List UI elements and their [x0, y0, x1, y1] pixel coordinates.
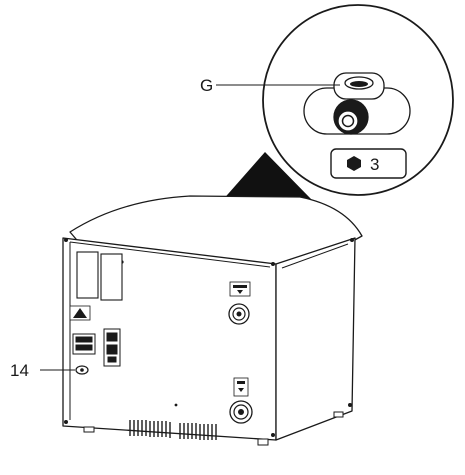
corner-screw: [271, 433, 275, 437]
housing-feet: [83, 411, 344, 446]
slot-cover-right: [100, 253, 123, 301]
corner-screw: [64, 420, 68, 424]
ventilation-grille-right: [179, 423, 217, 440]
slot-covers: [76, 251, 123, 301]
lower-fitting: [229, 377, 253, 424]
corner-screw: [64, 238, 68, 242]
hexagon-icon: [347, 156, 361, 171]
badge-frame: [330, 148, 407, 179]
panel-dot: [174, 403, 178, 407]
corner-screw: [271, 262, 275, 266]
corner-screw: [348, 403, 352, 407]
upper-fitting: [228, 281, 251, 325]
device-housing: [62, 195, 363, 441]
housing-edges: [69, 241, 349, 420]
callout-label-14: 14: [10, 361, 29, 380]
corner-screws: [64, 238, 354, 437]
bracket-detail: [303, 72, 411, 135]
corner-screw: [350, 238, 354, 242]
hex-key-size: 3: [370, 155, 379, 174]
connector-block: [72, 328, 121, 367]
fitting-label-bottom: [233, 377, 249, 397]
callout-label-g: G: [200, 76, 213, 95]
slot-cover-left: [76, 251, 99, 299]
screw-14: [75, 365, 89, 375]
tool-size-badge: 3: [330, 148, 407, 179]
housing-side-panel: [275, 237, 356, 441]
ventilation-grille-left: [129, 420, 171, 438]
warning-label: [69, 305, 91, 321]
